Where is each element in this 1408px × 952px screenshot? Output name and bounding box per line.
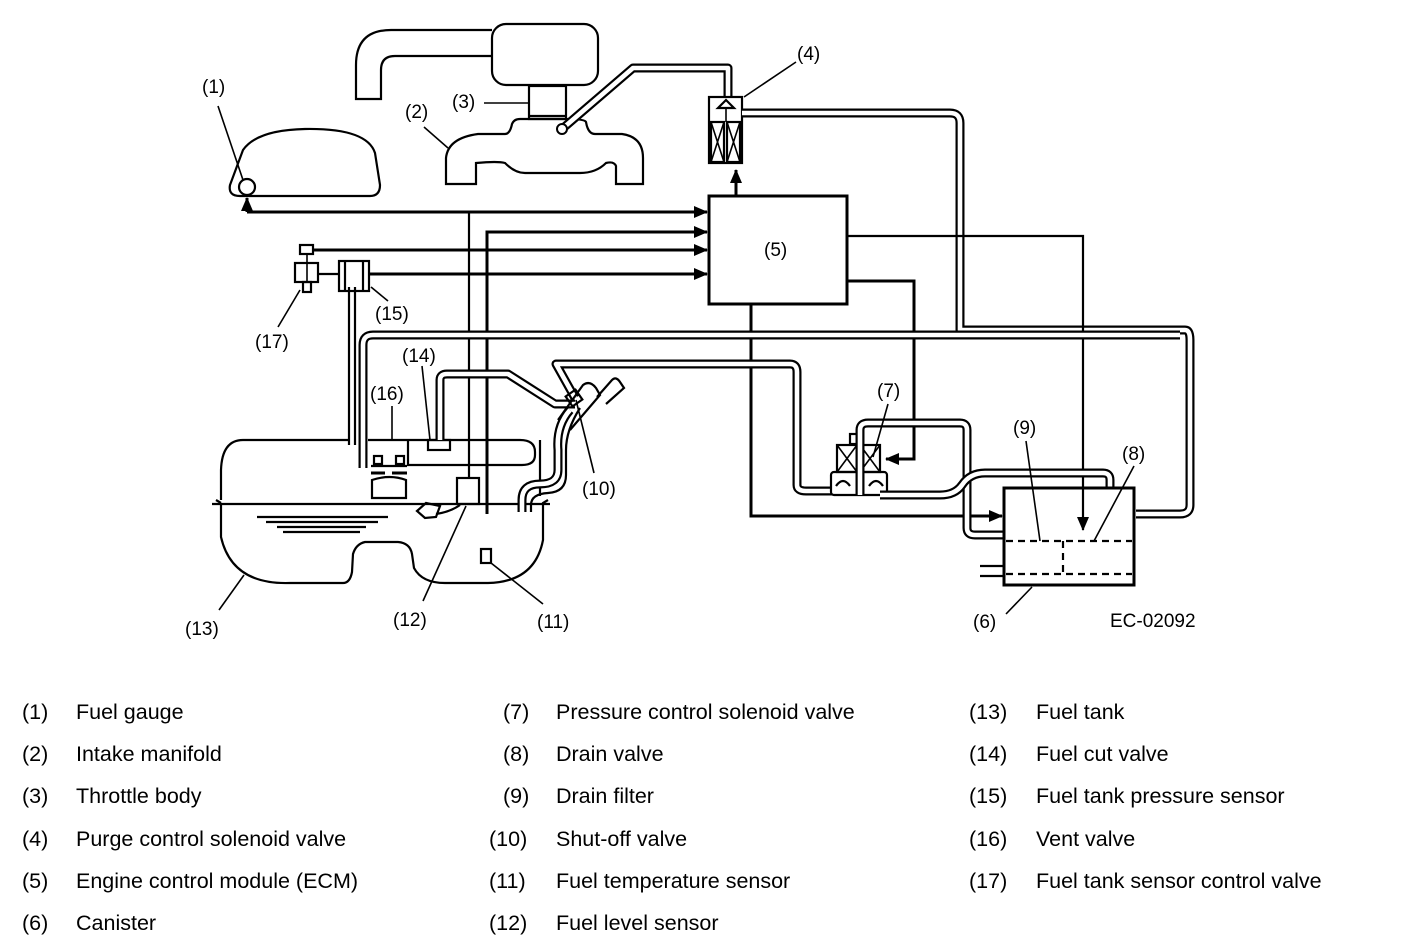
legend-number: (8) <box>503 742 530 766</box>
legend-number: (17) <box>969 869 1008 893</box>
callout-1: (1) <box>202 77 225 98</box>
ecm-box <box>707 169 849 306</box>
purge-to-canister-pipe <box>742 108 1195 519</box>
legend-label: Throttle body <box>76 784 202 808</box>
legend-number: (7) <box>503 700 530 724</box>
pressure-control-solenoid-valve <box>829 418 1115 540</box>
signal-lines <box>241 197 1089 531</box>
callout-3: (3) <box>452 92 475 113</box>
shut-off-valve <box>517 359 832 512</box>
legend-label: Fuel level sensor <box>556 911 719 935</box>
callout-6: (6) <box>973 612 996 633</box>
legend-number: (12) <box>489 911 528 935</box>
callout-11: (11) <box>537 612 569 633</box>
fuel-cut-valve <box>426 369 575 452</box>
legend-number: (9) <box>503 784 530 808</box>
legend-number: (13) <box>969 700 1008 724</box>
legend-number: (3) <box>22 784 49 808</box>
legend-number: (11) <box>489 869 526 893</box>
legend-label: Vent valve <box>1036 827 1136 851</box>
legend-label: Fuel tank sensor control valve <box>1036 869 1322 893</box>
legend-label: Intake manifold <box>76 742 222 766</box>
callout-16: (16) <box>370 384 404 405</box>
legend-number: (14) <box>969 742 1008 766</box>
vent-valve <box>368 438 537 500</box>
legend-label: Fuel gauge <box>76 700 184 724</box>
purge-pipe <box>556 63 733 135</box>
fuel-temperature-sensor <box>479 547 493 565</box>
legend-number: (2) <box>22 742 49 766</box>
canister <box>980 486 1136 587</box>
legend-label: Fuel tank pressure sensor <box>1036 784 1285 808</box>
callout-9: (9) <box>1013 418 1036 439</box>
callout-13: (13) <box>185 619 219 640</box>
legend-number: (15) <box>969 784 1008 808</box>
legend-number: (6) <box>22 911 49 935</box>
legend-label: Engine control module (ECM) <box>76 869 359 893</box>
fuel-level-sensor <box>415 476 481 520</box>
callout-8: (8) <box>1122 444 1145 465</box>
legend-label: Canister <box>76 911 157 935</box>
fuel-gauge <box>228 127 382 198</box>
callout-2: (2) <box>405 102 428 123</box>
air-intake-duct <box>354 22 600 101</box>
parts-legend: (1) Fuel gauge (2) Intake manifold (3) Thro… <box>0 698 1408 952</box>
legend-label: Drain valve <box>556 742 664 766</box>
callout-17: (17) <box>255 332 289 353</box>
legend-label: Fuel cut valve <box>1036 742 1169 766</box>
legend-label: Shut-off valve <box>556 827 688 851</box>
fuel-tank-sensor-control-valve <box>293 243 340 294</box>
callout-5: (5) <box>764 240 787 261</box>
leader-lines <box>217 61 1135 615</box>
legend-label: Fuel tank <box>1036 700 1125 724</box>
evap-system-diagram: (1) (2) (3) (4) (5) (6) (7) (8) (9) (10)… <box>185 22 1196 640</box>
legend-number: (5) <box>22 869 49 893</box>
callout-labels: (1) (2) (3) (4) (5) (6) (7) (8) (9) (10)… <box>185 44 1196 640</box>
legend-label: Fuel temperature sensor <box>556 869 791 893</box>
legend-number: (10) <box>489 827 528 851</box>
throttle-body <box>527 84 568 121</box>
legend-number: (16) <box>969 827 1008 851</box>
callout-7: (7) <box>877 381 900 402</box>
legend-label: Pressure control solenoid valve <box>556 700 855 724</box>
callout-12: (12) <box>393 610 427 631</box>
fuel-tank-pressure-sensor <box>337 259 371 445</box>
legend-number: (4) <box>22 827 49 851</box>
intake-manifold <box>444 117 645 186</box>
callout-10: (10) <box>582 479 616 500</box>
legend-number: (1) <box>22 700 49 724</box>
callout-4: (4) <box>797 44 820 65</box>
figure-id: EC-02092 <box>1110 611 1196 632</box>
legend-label: Purge control solenoid valve <box>76 827 347 851</box>
callout-15: (15) <box>375 304 409 325</box>
purge-control-solenoid-valve <box>707 95 744 165</box>
legend-label: Drain filter <box>556 784 654 808</box>
callout-14: (14) <box>402 346 436 367</box>
vapor-pipe <box>358 330 1180 468</box>
